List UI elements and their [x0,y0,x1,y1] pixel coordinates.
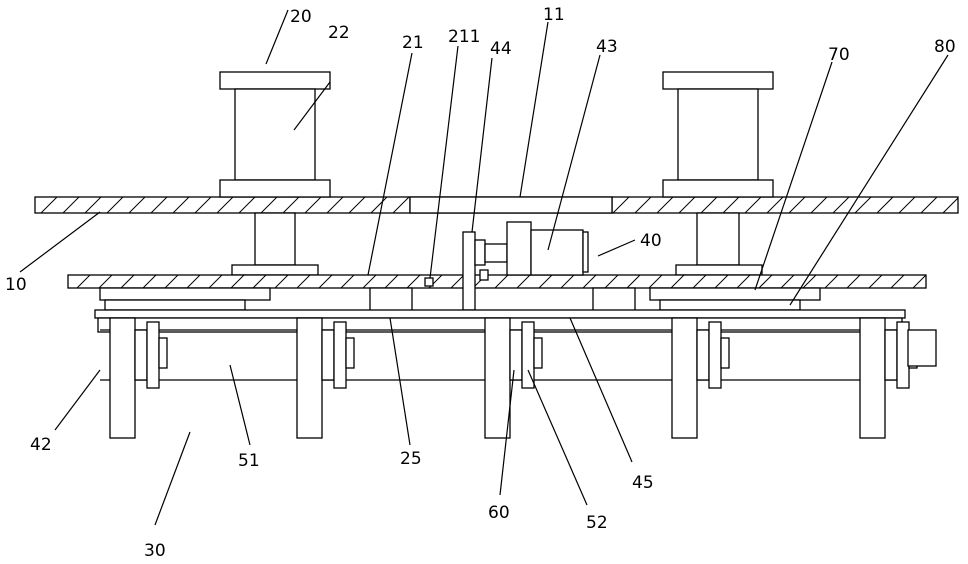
label-211: 211 [448,27,480,47]
label-45: 45 [632,473,654,493]
motor-assembly [425,222,588,310]
left-cylinder [220,72,330,275]
label-11: 11 [543,5,565,25]
right-cylinder [663,72,773,275]
roller-unit [110,318,167,438]
top-plate [19,197,968,213]
label-44: 44 [490,39,512,59]
label-80: 80 [934,37,956,57]
roller-unit [672,318,729,438]
label-22: 22 [328,23,350,43]
roller-unit [297,318,354,438]
label-51: 51 [238,451,260,471]
label-70: 70 [828,45,850,65]
label-25: 25 [400,449,422,469]
leader-lines [20,10,948,525]
middle-plate [55,275,948,288]
label-52: 52 [586,513,608,533]
label-42: 42 [30,435,52,455]
label-20: 20 [290,7,312,27]
end-cap [908,330,936,366]
label-10: 10 [5,275,27,295]
label-40: 40 [640,231,662,251]
label-21: 21 [402,33,424,53]
label-30: 30 [144,541,166,561]
label-60: 60 [488,503,510,523]
label-43: 43 [596,37,618,57]
